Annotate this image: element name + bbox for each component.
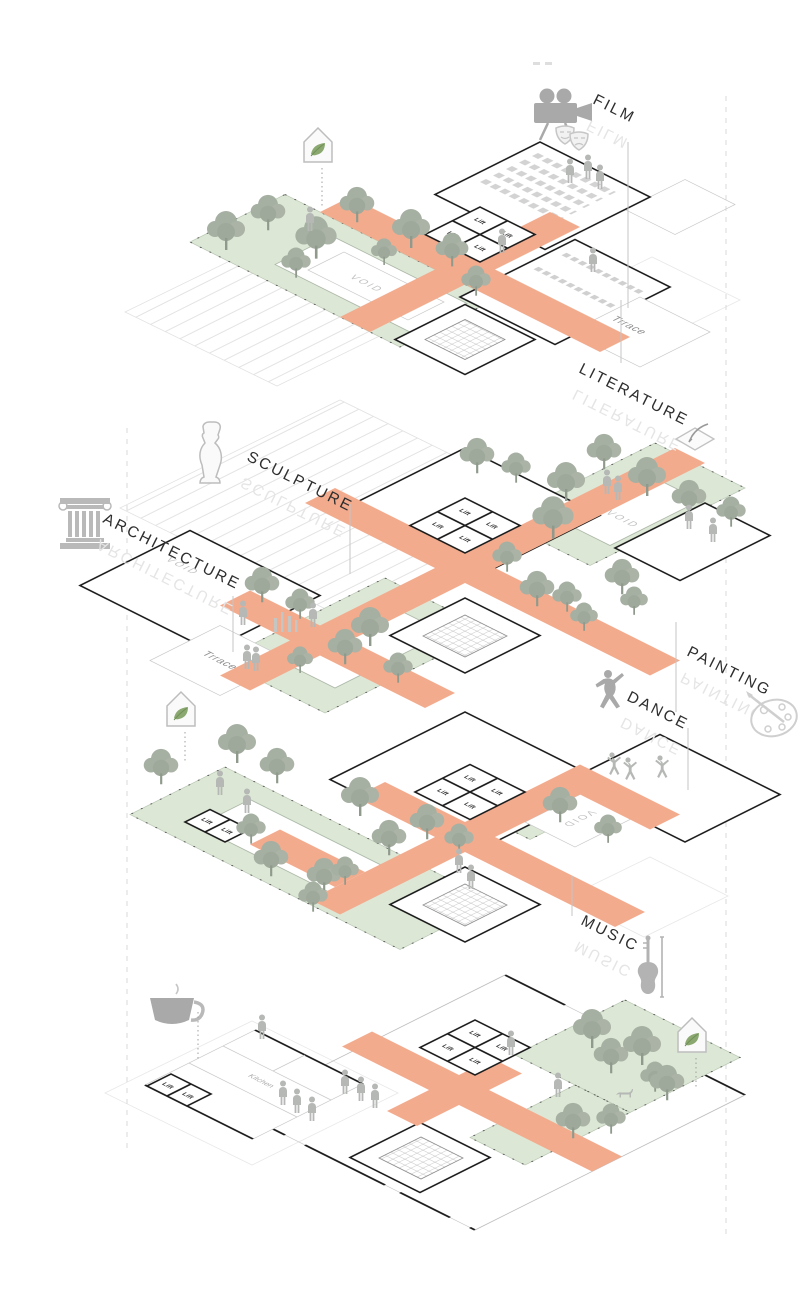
statue-icon [199, 421, 223, 484]
lift-label: Lift [499, 231, 515, 239]
person-figure [357, 1076, 365, 1101]
stair-flight [424, 319, 506, 360]
lift-label: Lift [160, 1082, 176, 1090]
sculpture-cluster [274, 612, 298, 632]
leader-lines [232, 142, 689, 916]
person-figure [308, 1096, 316, 1121]
lift-label: Lift [462, 802, 478, 810]
level-1-film-literature: VOID Trrace Lift Lift Lift Lift [188, 141, 736, 376]
eco-house-icon [303, 126, 333, 163]
level-4-ground-cafe: Kitchen Lift Lift Lift Lift Lift Lift [144, 974, 746, 1231]
tree-icon [218, 724, 256, 763]
lift-label: Lift [457, 508, 473, 516]
lift-core-partition [436, 511, 494, 540]
lift-label: Lift [489, 788, 505, 796]
lift-label: Lift [430, 522, 446, 530]
lift-box-partition [204, 819, 231, 833]
lift-label: Lift [494, 1044, 510, 1052]
column-icon [58, 498, 112, 549]
lift-label: Lift [472, 244, 488, 252]
cinema-seat-rows [480, 153, 616, 221]
lift-label: Lift [467, 1057, 483, 1065]
lift-core-partition [441, 777, 499, 807]
stair-flight [422, 883, 508, 927]
circulation-spine-main [305, 488, 680, 676]
dancer-icon [595, 670, 624, 709]
stair-flight [378, 1136, 464, 1180]
palette-icon [746, 691, 798, 738]
lift-label: Lift [484, 522, 500, 530]
lift-core-partition [446, 1033, 504, 1062]
cafe-lift-partition [166, 1083, 192, 1097]
tree-icon [143, 748, 179, 785]
lift-label: Lift [435, 788, 451, 796]
lift-label: Lift [467, 1030, 483, 1038]
violin-icon [637, 935, 664, 998]
lift-label: Lift [199, 817, 215, 825]
film-camera-icon [533, 62, 592, 141]
circulation-spine [342, 1031, 622, 1172]
ghost-plate-outline-cafe [104, 1020, 399, 1166]
cafe-partitions [188, 1045, 332, 1118]
quill-icon [674, 423, 716, 451]
theater-masks-icon [555, 125, 589, 151]
tree-icon [620, 586, 648, 615]
eco-house-icon [166, 690, 196, 727]
eco-house-icon [677, 1016, 707, 1053]
lift-label: Lift [472, 217, 488, 225]
ground-edge-sw [234, 1109, 476, 1231]
brush-icon [747, 693, 785, 723]
lift-label: Lift [462, 775, 478, 783]
stair-flight [422, 614, 508, 658]
faint-plate [624, 179, 736, 235]
circulation-dance-link [555, 767, 680, 830]
coffee-cup-icon [150, 983, 205, 1024]
circulation-cross [387, 1058, 522, 1126]
roof-courtyard-inner-line [307, 251, 445, 321]
level-2-galleries: VOID VOID Trrace Lift Lift Lift Lift [78, 433, 772, 714]
tree-icon [259, 747, 295, 784]
lift-label: Lift [440, 1044, 456, 1052]
lift-label: Lift [457, 535, 473, 543]
lift-label: Lift [219, 827, 235, 835]
lift-label: Lift [180, 1092, 196, 1100]
